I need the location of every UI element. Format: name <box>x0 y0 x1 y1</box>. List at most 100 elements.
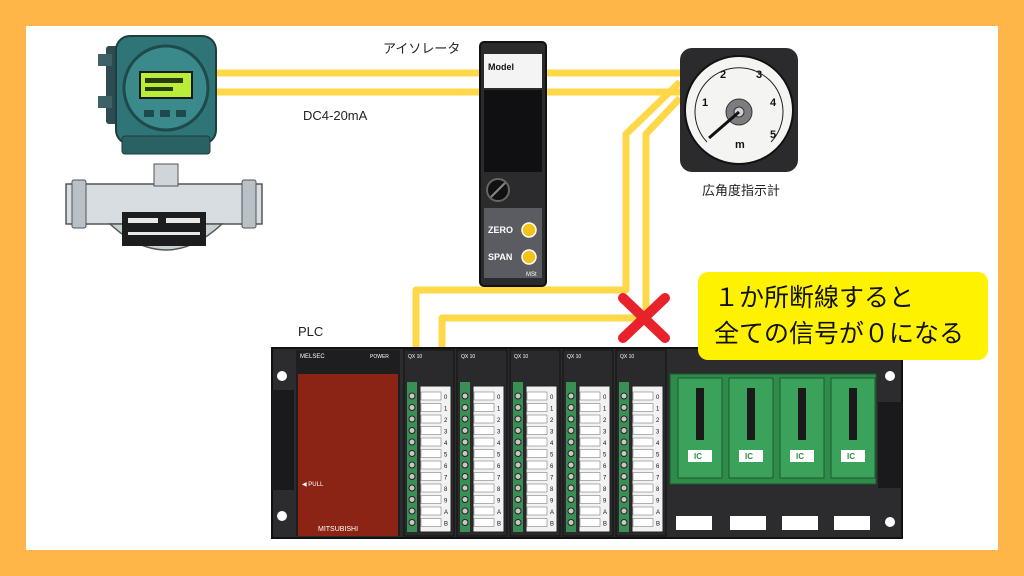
plc-terminal-number: 3 <box>497 430 501 436</box>
plc-terminal-number: A <box>497 510 501 516</box>
diagram-svg: Model ZERO SPAN MSt 1 2 3 4 5 <box>65 35 903 539</box>
plc-terminal-number: 8 <box>656 487 660 493</box>
plc-terminal-number: 0 <box>603 395 607 401</box>
plc-terminal-number: 0 <box>497 395 501 401</box>
plc-terminal-number: 6 <box>656 464 660 470</box>
plc-base-slot: IC <box>728 377 774 479</box>
plc-terminal-number: 0 <box>656 395 660 401</box>
warning-callout: １か所断線すると 全ての信号が０になる <box>698 272 988 360</box>
plc-power-label: POWER <box>370 354 389 360</box>
plc-terminal-number: 9 <box>550 499 554 505</box>
plc-terminal-number: 2 <box>497 418 501 424</box>
wire-break-mark <box>618 293 670 343</box>
plc-terminal-number: 5 <box>603 453 607 459</box>
plc-terminal-number: 3 <box>550 430 554 436</box>
plc-terminal-number: 7 <box>656 476 660 482</box>
plc-terminal-number: 3 <box>444 430 448 436</box>
plc-terminal-number: 2 <box>550 418 554 424</box>
plc-terminal-number: 3 <box>603 430 607 436</box>
plc-terminal-number: 4 <box>656 441 660 447</box>
plc-terminal-number: 1 <box>444 407 448 413</box>
plc-slot-label: QX 10 <box>514 354 528 360</box>
plc-terminal-number: 3 <box>656 430 660 436</box>
diagram-canvas: Model ZERO SPAN MSt 1 2 3 4 5 <box>26 26 998 550</box>
plc-terminal-number: 2 <box>444 418 448 424</box>
plc-base-slot: IC <box>779 377 825 479</box>
plc-terminal-number: 9 <box>603 499 607 505</box>
meter-scale-5: 5 <box>770 129 776 141</box>
signal-wires <box>206 69 683 348</box>
plc-terminal-number: 7 <box>603 476 607 482</box>
plc-terminal-number: 9 <box>497 499 501 505</box>
isolator: Model ZERO SPAN MSt <box>479 41 547 287</box>
flowmeter <box>65 35 263 251</box>
plc-terminal-number: A <box>603 510 607 516</box>
plc-terminal-number: 4 <box>497 441 501 447</box>
plc-terminal-number: 5 <box>550 453 554 459</box>
plc-terminal-number: 9 <box>656 499 660 505</box>
plc-input-slot: QX 10 0 1 2 3 4 5 6 7 8 9AB <box>562 349 614 537</box>
wide-angle-meter: 1 2 3 4 5 m <box>680 48 798 172</box>
plc-terminal-number: B <box>550 522 554 528</box>
plc-slot-label: QX 10 <box>408 354 422 360</box>
plc-terminal-number: B <box>444 522 448 528</box>
signal-label: DC4-20mA <box>303 108 368 123</box>
plc-pull-label: ◀ PULL <box>302 482 324 488</box>
plc-slot-label: QX 10 <box>567 354 581 360</box>
wire-meter-plc-inner <box>438 95 683 348</box>
plc-terminal-number: 8 <box>497 487 501 493</box>
plc-terminal-number: 1 <box>603 407 607 413</box>
plc-terminal-number: 6 <box>603 464 607 470</box>
meter-scale-2: 2 <box>720 69 726 81</box>
plc-terminal-number: 6 <box>444 464 448 470</box>
isolator-span-label: SPAN <box>488 252 512 262</box>
plc-label: PLC <box>298 324 324 339</box>
plc-terminal-number: 4 <box>550 441 554 447</box>
plc-terminal-number: 1 <box>497 407 501 413</box>
plc-ic-label: IC <box>745 452 753 461</box>
meter-scale-3: 3 <box>756 69 762 81</box>
plc-terminal-number: 6 <box>550 464 554 470</box>
plc-power-footer: MITSUBISHI <box>318 526 358 533</box>
plc-terminal-number: 8 <box>603 487 607 493</box>
callout-line-2: 全ての信号が０になる <box>714 319 965 348</box>
plc-terminal-number: B <box>497 522 501 528</box>
plc-terminal-number: 7 <box>444 476 448 482</box>
span-adjust-knob <box>521 249 537 265</box>
plc-terminal-number: 4 <box>603 441 607 447</box>
plc-terminal-number: 5 <box>656 453 660 459</box>
meter-scale-1: 1 <box>702 97 708 109</box>
plc-slot-label: QX 10 <box>620 354 634 360</box>
plc-terminal-number: B <box>603 522 607 528</box>
plc-terminal-number: 2 <box>656 418 660 424</box>
plc-ic-label: IC <box>796 452 804 461</box>
plc-power-brand: MELSEC <box>300 354 325 360</box>
meter-needle <box>708 110 740 140</box>
plc-ic-label: IC <box>847 452 855 461</box>
zero-adjust-knob <box>521 222 537 238</box>
plc-base-slot: IC <box>677 377 723 479</box>
plc-terminal-number: A <box>550 510 554 516</box>
meter-scale-4: 4 <box>770 97 777 109</box>
meter-label: 広角度指示計 <box>702 183 781 198</box>
plc-terminal-number: 0 <box>550 395 554 401</box>
plc-terminal-number: 1 <box>550 407 554 413</box>
plc-input-slot: QX 10 0 1 2 3 4 5 6 7 8 9AB <box>509 349 561 537</box>
plc-terminal-number: 2 <box>603 418 607 424</box>
plc-terminal-number: 9 <box>444 499 448 505</box>
plc-terminal-number: A <box>656 510 660 516</box>
plc-terminal-number: A <box>444 510 448 516</box>
plc-ic-label: IC <box>694 452 702 461</box>
isolator-label: アイソレータ <box>383 41 461 56</box>
plc-terminal-number: 4 <box>444 441 448 447</box>
plc-terminal-number: 6 <box>497 464 501 470</box>
plc-terminal-number: 5 <box>444 453 448 459</box>
plc-slot-label: QX 10 <box>461 354 475 360</box>
plc-terminal-number: 7 <box>550 476 554 482</box>
plc-terminal-number: 8 <box>550 487 554 493</box>
isolator-model-label: Model <box>488 62 514 72</box>
